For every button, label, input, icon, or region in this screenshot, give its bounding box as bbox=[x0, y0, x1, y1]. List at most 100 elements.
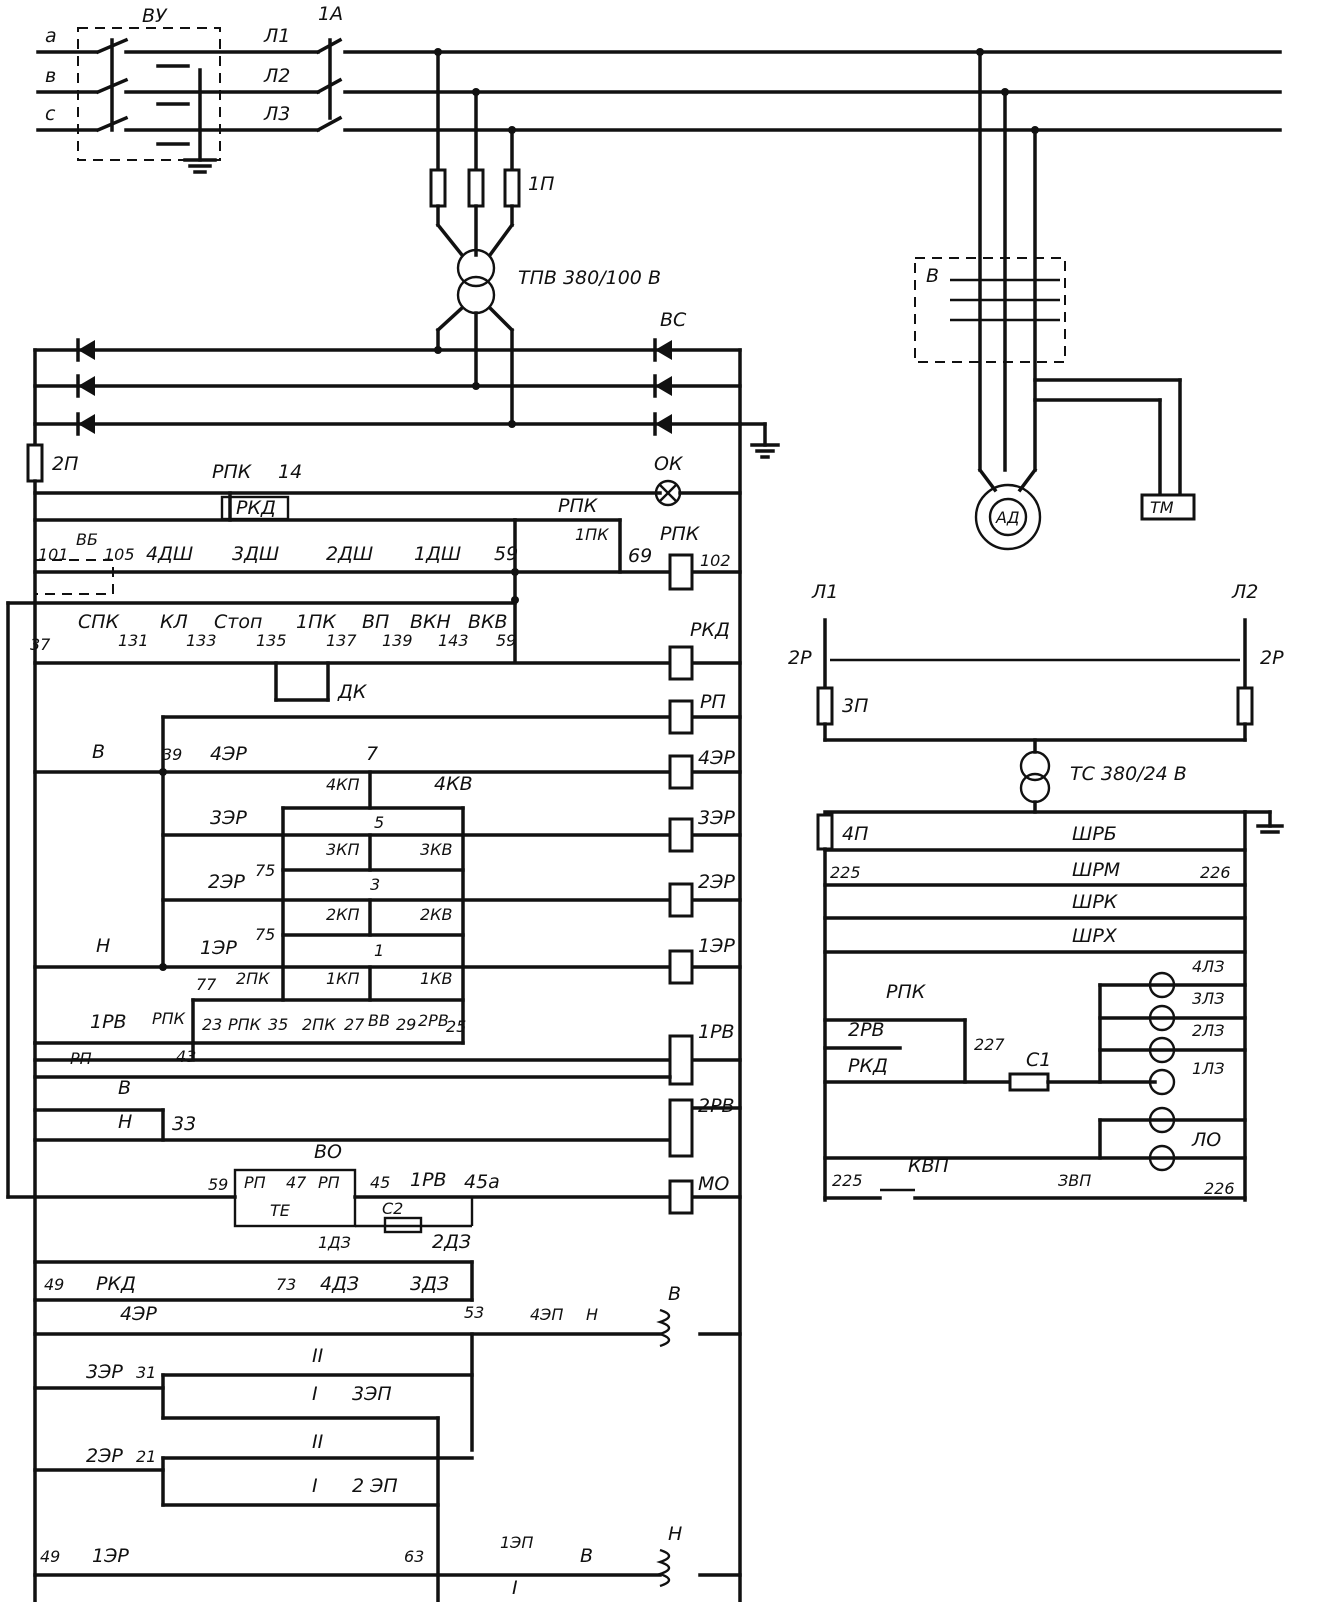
lbl-rpk-top: РПК bbox=[212, 461, 253, 483]
lbl-spk: СПК bbox=[78, 611, 121, 633]
row-h-coil bbox=[33, 1548, 742, 1588]
lbl-4p: 4П bbox=[842, 823, 868, 845]
lbl-226: 226 bbox=[1200, 863, 1231, 882]
transformer-main-label: ТПВ 380/100 В bbox=[518, 267, 661, 289]
lbl-45: 45 bbox=[370, 1173, 390, 1192]
lbl-2kv: 2КВ bbox=[420, 905, 453, 924]
row-ok bbox=[33, 479, 742, 522]
row-v-coil bbox=[33, 1308, 742, 1452]
lbl-rpk-light: РПК bbox=[886, 981, 927, 1003]
lbl-2ep: 2 ЭП bbox=[352, 1475, 398, 1497]
lbl-4er-coil: 4ЭР bbox=[698, 747, 735, 769]
lbl-27: 27 bbox=[344, 1015, 365, 1034]
lbl-101: 101 bbox=[38, 545, 69, 564]
lbl-135: 135 bbox=[256, 631, 287, 650]
rectifier-label: ВС bbox=[660, 309, 687, 331]
lbl-143: 143 bbox=[438, 631, 469, 650]
lbl-1kv: 1КВ bbox=[420, 969, 453, 988]
row-4er bbox=[33, 754, 742, 1045]
lbl-4er: 4ЭР bbox=[210, 743, 247, 765]
motor-stator-mark: В bbox=[926, 265, 939, 287]
lbl-75b: 75 bbox=[255, 925, 275, 944]
lbl-4ep: 4ЭП bbox=[530, 1305, 563, 1324]
lbl-c2: С2 bbox=[382, 1199, 403, 1218]
lbl-77: 77 bbox=[196, 975, 217, 994]
lbl-rp3: РП bbox=[244, 1173, 266, 1192]
lbl-c1: С1 bbox=[1026, 1049, 1051, 1071]
lbl-te: ТЕ bbox=[270, 1201, 291, 1220]
lbl-vo: ВО bbox=[314, 1141, 342, 1163]
lbl-vb: ВБ bbox=[76, 530, 98, 549]
lbl-lamp-3: 3ЛЗ bbox=[1192, 989, 1224, 1008]
lbl-shrm: ШРМ bbox=[1072, 859, 1120, 881]
lbl-69: 69 bbox=[628, 545, 652, 567]
line-l2-label: Л2 bbox=[263, 65, 290, 87]
lbl-stop: Стоп bbox=[214, 611, 262, 633]
phase-b-label: в bbox=[45, 65, 56, 87]
lbl-rkd-light: РКД bbox=[848, 1055, 888, 1077]
lbl-133: 133 bbox=[186, 631, 217, 650]
lbl-I-b: I bbox=[312, 1475, 318, 1497]
lbl-2er-coil: 2ЭР bbox=[698, 871, 735, 893]
lbl-l2: Л2 bbox=[1231, 581, 1258, 603]
lbl-1rv: 1РВ bbox=[90, 1011, 127, 1033]
motor-circuit bbox=[914, 48, 1196, 551]
transformer-tpv bbox=[435, 248, 515, 426]
breaker-1a bbox=[315, 37, 1282, 133]
lbl-47: 47 bbox=[286, 1173, 307, 1192]
lbl-4dz: 4ДЗ bbox=[320, 1273, 359, 1295]
lbl-49: 49 bbox=[44, 1275, 64, 1294]
lbl-226b: 226 bbox=[1204, 1179, 1235, 1198]
lbl-1ep: 1ЭП bbox=[500, 1533, 533, 1552]
lbl-53: 53 bbox=[464, 1303, 484, 1322]
lbl-39: 39 bbox=[162, 745, 182, 764]
lbl-vp: ВП bbox=[362, 611, 389, 633]
row-dz bbox=[33, 1260, 474, 1302]
lbl-rp-coil: РП bbox=[700, 691, 726, 713]
lbl-3dsh: 3ДШ bbox=[232, 543, 279, 565]
lbl-4er-b: 4ЭР bbox=[120, 1303, 157, 1325]
row-mo bbox=[233, 1168, 742, 1234]
lbl-225b: 225 bbox=[832, 1171, 863, 1190]
lbl-1er: 1ЭР bbox=[200, 937, 237, 959]
return-bus bbox=[6, 570, 517, 1199]
line-l1-label: Л1 bbox=[263, 25, 290, 47]
row-1rv bbox=[33, 1034, 742, 1086]
lbl-131: 131 bbox=[118, 631, 149, 650]
lbl-lamp-4: 4ЛЗ bbox=[1192, 957, 1224, 976]
lbl-mo-coil: МО bbox=[698, 1173, 729, 1195]
lbl-4dsh: 4ДШ bbox=[146, 543, 193, 565]
lbl-I-a: I bbox=[312, 1383, 318, 1405]
lbl-h: Н bbox=[96, 935, 110, 957]
lbl-lamp-1: 1ЛЗ bbox=[1192, 1059, 1224, 1078]
lbl-23: 23 bbox=[202, 1015, 222, 1034]
lbl-vv: ВВ bbox=[368, 1011, 390, 1030]
fuse-1p-label: 1П bbox=[528, 173, 554, 195]
lbl-vkn: ВКН bbox=[410, 611, 451, 633]
lbl-1dz: 1ДЗ bbox=[318, 1233, 351, 1252]
lbl-lamp-2: 2ЛЗ bbox=[1192, 1021, 1224, 1040]
lbl-1pk: 1ПК bbox=[296, 611, 337, 633]
lbl-225: 225 bbox=[830, 863, 861, 882]
phase-c-label: с bbox=[45, 103, 56, 125]
lbl-1rv-coil: 1РВ bbox=[698, 1021, 735, 1043]
lbl-3dz: 3ДЗ bbox=[410, 1273, 449, 1295]
lbl-3kv: 3КВ bbox=[420, 840, 453, 859]
lbl-2pk: 2ПК bbox=[236, 969, 270, 988]
lbl-shrb: ШРБ bbox=[1072, 823, 1117, 845]
lbl-rkd-coil: РКД bbox=[690, 619, 730, 641]
row-2rv bbox=[33, 1075, 742, 1158]
lbl-105: 105 bbox=[104, 545, 135, 564]
lbl-2pk-b: 2ПК bbox=[302, 1015, 336, 1034]
input-switch-vu bbox=[36, 27, 320, 174]
lbl-2dz: 2ДЗ bbox=[432, 1231, 471, 1253]
lbl-3er: 3ЭР bbox=[210, 807, 247, 829]
lbl-ok: ОК bbox=[654, 453, 684, 475]
lbl-rkd2: РКД bbox=[96, 1273, 136, 1295]
lbl-II-b: II bbox=[312, 1431, 324, 1453]
lbl-2rv-light: 2РВ bbox=[848, 1019, 885, 1041]
lbl-rpk-coil: РПК bbox=[660, 523, 701, 545]
lbl-3er-coil: 3ЭР bbox=[698, 807, 735, 829]
lbl-kl: КЛ bbox=[160, 611, 188, 633]
